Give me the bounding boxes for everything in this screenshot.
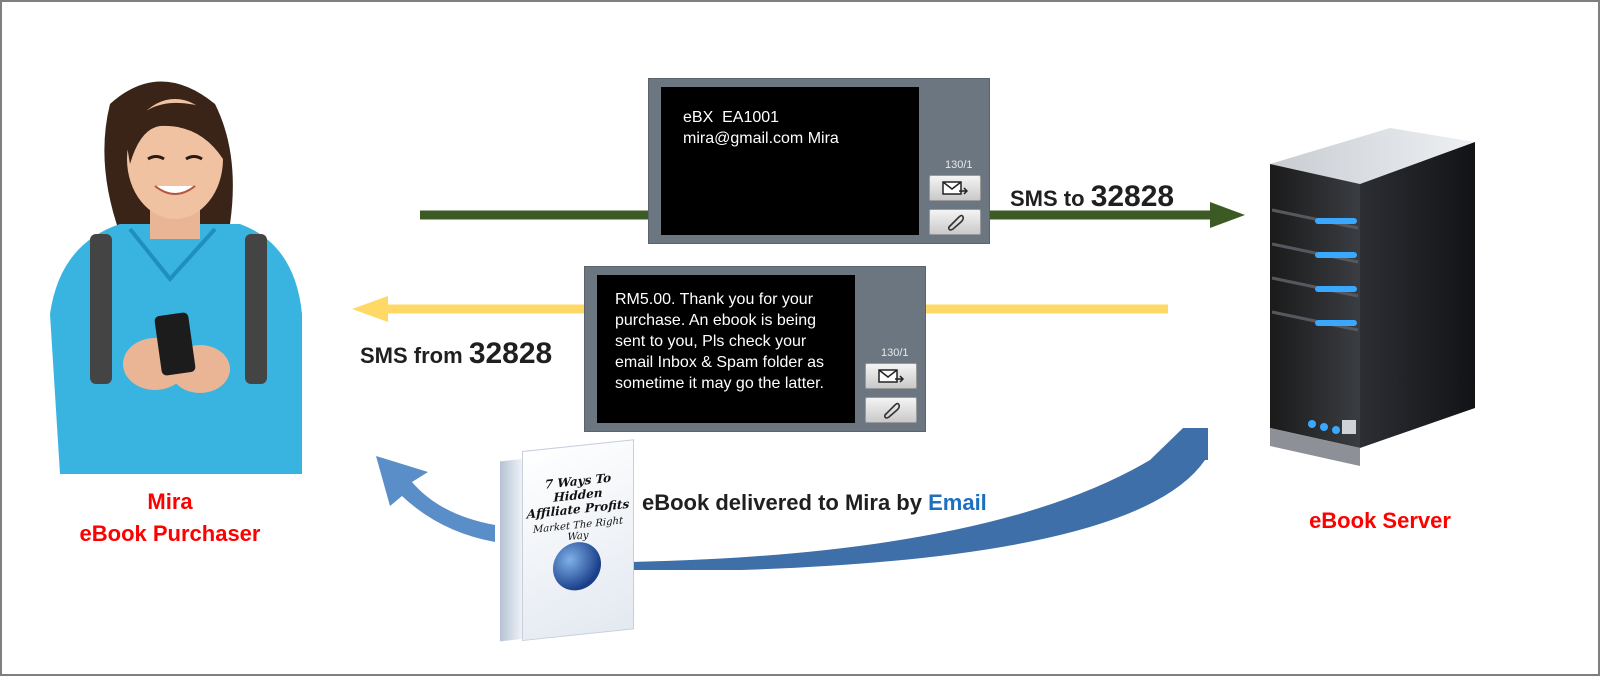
paperclip-icon: [947, 214, 965, 231]
purchaser-role: eBook Purchaser: [79, 521, 261, 546]
outgoing-sms-counter: 130/1: [945, 159, 973, 171]
outgoing-attach-button[interactable]: [929, 209, 981, 235]
email-label-word: Email: [928, 490, 987, 515]
purchaser-label: Mira eBook Purchaser: [60, 486, 280, 550]
email-delivery-label: eBook delivered to Mira by Email: [642, 490, 987, 516]
incoming-sms-counter: 130/1: [881, 347, 909, 359]
ebook-cover: 7 Ways To Hidden Affiliate Profits Marke…: [500, 439, 640, 650]
incoming-sms-message: RM5.00. Thank you for your purchase. An …: [615, 291, 824, 392]
outgoing-sms-panel: eBX EA1001 mira@gmail.com Mira 130/1: [648, 78, 990, 244]
outgoing-sms-label: SMS to 32828: [1010, 180, 1174, 214]
paperclip-icon: [883, 402, 901, 419]
purchaser-name: Mira: [147, 489, 193, 514]
incoming-send-button[interactable]: [865, 363, 917, 389]
send-mail-icon: [942, 181, 968, 195]
outgoing-send-button[interactable]: [929, 175, 981, 201]
incoming-sms-panel: RM5.00. Thank you for your purchase. An …: [584, 266, 926, 432]
outgoing-label-prefix: SMS to: [1010, 186, 1085, 211]
server-illustration: [1270, 128, 1475, 466]
send-mail-icon: [878, 369, 904, 383]
server-label: eBook Server: [1309, 508, 1451, 533]
incoming-label-number: 32828: [468, 337, 553, 370]
incoming-sms-label: SMS from 32828: [360, 337, 552, 371]
globe-icon: [553, 539, 601, 593]
incoming-sms-screen: RM5.00. Thank you for your purchase. An …: [597, 275, 855, 423]
incoming-label-prefix: SMS from: [360, 343, 463, 368]
email-delivery-arrow: [376, 428, 1208, 570]
outgoing-sms-line1: eBX EA1001: [683, 109, 780, 126]
incoming-attach-button[interactable]: [865, 397, 917, 423]
purchaser-illustration: [50, 81, 302, 474]
email-label-prefix: eBook delivered to Mira by: [642, 490, 922, 515]
outgoing-sms-screen: eBX EA1001 mira@gmail.com Mira: [661, 87, 919, 235]
outgoing-sms-line2: mira@gmail.com Mira: [683, 130, 839, 147]
outgoing-label-number: 32828: [1090, 180, 1175, 213]
